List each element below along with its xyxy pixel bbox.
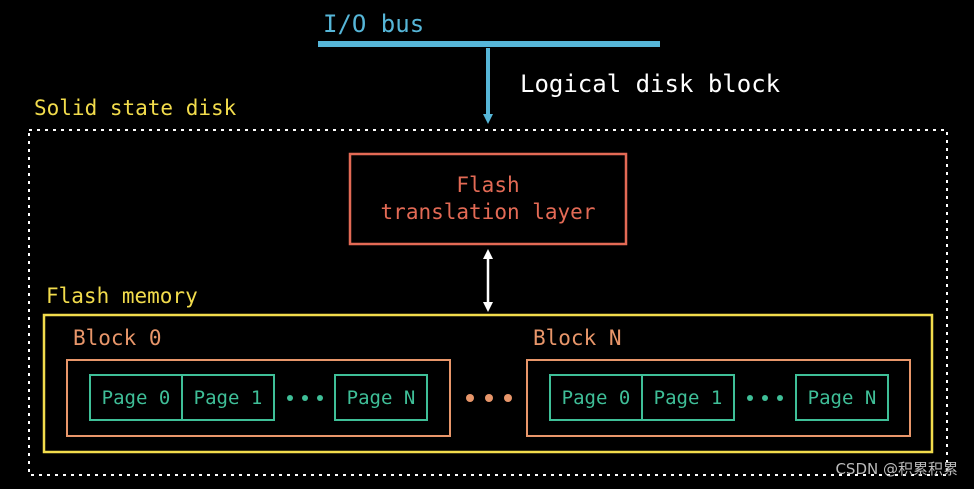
block-0-page-ellipsis — [287, 395, 323, 401]
block-n-page-0-label: Page 0 — [562, 387, 631, 409]
block-n-page-1-box — [641, 374, 735, 421]
block-n-page-n-box — [795, 374, 889, 421]
flash-memory-label: Flash memory — [46, 284, 198, 308]
block-n-page-ellipsis — [747, 395, 783, 401]
block-n-page-1-label: Page 1 — [654, 387, 723, 409]
ftl-label-line2: translation layer — [381, 200, 596, 224]
block-0-page-0-label: Page 0 — [102, 387, 171, 409]
block-n-box — [526, 359, 911, 437]
csdn-watermark: CSDN @积累积累 — [835, 460, 958, 478]
solid-state-disk-label: Solid state disk — [34, 96, 237, 120]
block-n-label: Block N — [533, 326, 622, 350]
block-0-box — [66, 359, 451, 437]
block-ellipsis — [466, 394, 512, 402]
flash-translation-layer-box — [348, 152, 628, 246]
block-0-page-1-box — [181, 374, 275, 421]
block-n-page-n-label: Page N — [808, 387, 877, 409]
solid-state-disk-boundary — [28, 129, 948, 476]
flash-memory-box — [42, 313, 934, 454]
block-0-page-n-label: Page N — [347, 387, 416, 409]
block-0-page-1-label: Page 1 — [194, 387, 263, 409]
block-0-page-n-box — [334, 374, 428, 421]
io-bus-label: I/O bus — [323, 10, 424, 38]
ftl-label-line1: Flash — [456, 173, 519, 197]
logical-disk-block-label: Logical disk block — [520, 70, 781, 98]
block-0-label: Block 0 — [73, 326, 162, 350]
